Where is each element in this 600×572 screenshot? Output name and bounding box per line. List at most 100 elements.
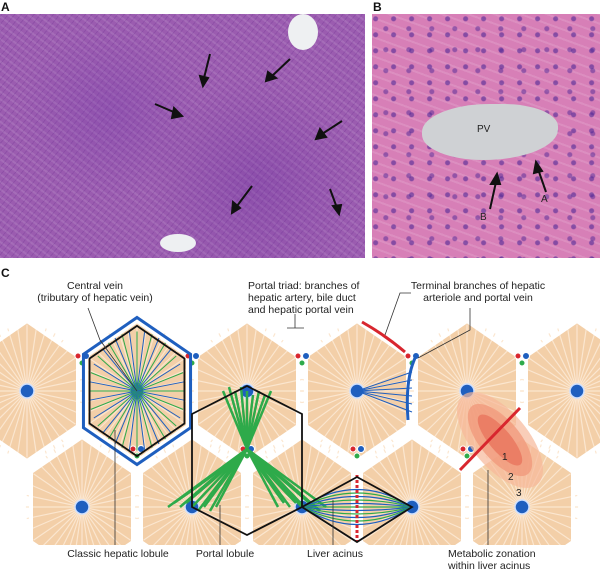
hepatocyte-plate [447,328,468,392]
hepatocyte-plate [576,374,600,392]
sinusoid [301,502,413,508]
hepatocyte-plate [524,390,578,415]
hepatocyte-plate [163,449,193,508]
sinusoid [89,390,138,401]
label-line: Portal triad: branches of [248,280,360,292]
hepatocyte-plate [411,455,449,508]
hepatocyte-plate [576,390,600,425]
label-line: within liver acinus [448,560,531,572]
hepatocyte-plate [524,367,578,392]
hepatocyte-plate [356,367,410,392]
hepatocyte-plate [533,347,578,392]
hepatocyte-plate [81,455,119,508]
hepatocyte-plate [246,390,300,415]
hepatocyte-plate [172,444,193,508]
hepatocyte-plate [26,333,56,392]
hepatocyte-plate [71,441,83,508]
hepatocyte-plate [576,357,600,392]
hepatocyte-plate [576,390,600,440]
hepatocyte-plate [227,390,248,454]
hepatocyte-plate [304,390,358,415]
hepatocyte-plate [203,390,248,435]
hepatocyte-plate [53,449,83,508]
hepatocyte-plate [576,342,600,392]
hepatocyte-lobule [25,434,139,545]
sinusoid [136,363,181,392]
hepatocyte-plate [29,506,83,531]
hepatocyte-plate [308,357,358,392]
hepatocyte-plate [148,463,193,508]
hepatocyte-plate [143,506,193,541]
classic-lobule-overlay [81,315,193,467]
classic-lobule-label: Classic hepatic lobule [67,548,169,560]
hepatocyte-plate [576,325,588,392]
hepatocyte-plate [304,367,358,392]
sinusoid [90,390,138,410]
hepatocyte-plate [81,483,135,508]
hepatocyte-plate [26,367,80,392]
hexagon-edge [249,434,355,545]
hepatocyte-plate [29,483,83,508]
label-line: and hepatic portal vein [248,304,354,316]
hepatocyte-plate [356,390,386,449]
hepatocyte-plate [81,449,111,508]
hepatocyte-plate [515,506,523,545]
hepatocyte-plate [411,494,468,508]
hepatocyte-plate [521,506,571,541]
hepatocyte-plate [26,390,56,449]
portal-triad-icon [349,445,365,460]
hepatocyte-plate [26,357,76,392]
hepatocyte-plate [246,357,296,392]
hepatocyte-plate [576,380,600,392]
hepatocyte-plate [179,506,193,545]
hepatocyte-plate [0,390,28,448]
hepatocyte-plate [363,473,413,508]
sinusoid [136,390,172,434]
hepatocyte-plate [521,463,566,508]
sinusoid [136,390,153,448]
arrows-overlay-b [489,159,547,210]
hepatocyte-plate [521,455,559,508]
hepatocyte-plate [466,494,523,508]
hepatocyte-plate [236,325,248,392]
label-line: (tributary of hepatic vein) [37,292,153,304]
hepatocyte-plate [191,506,241,541]
hepatocyte-plate [469,506,523,531]
arteriole-branch [458,406,522,472]
portal-vein-label: PV [477,124,491,135]
hepatocyte-plate [540,339,578,392]
hepatocyte-plate [136,339,174,392]
hepatic-artery-icon [74,352,82,360]
hepatocyte-plate [136,390,174,443]
hepatocyte-plate [411,449,441,508]
hepatocyte-plate [246,390,296,425]
hepatocyte-plate [469,483,523,508]
hepatocyte-plate [26,390,80,415]
hepatocyte-plate [194,367,248,392]
hepatocyte-plate [26,494,83,508]
portal-vein-icon [302,352,310,360]
hepatocyte-plate [540,390,578,443]
hepatocyte-plate [328,390,358,449]
hepatocyte-plate [185,506,193,545]
sinusoid [121,390,138,448]
hepatocyte-plate [521,473,571,508]
hepatocyte-plate [210,339,248,392]
hepatocyte-plate [100,390,138,443]
portal-triad-label: Portal triad: branches of hepatic artery… [248,280,368,316]
hepatic-artery-icon [294,352,302,360]
hepatocyte-plate [557,390,578,454]
zone-number: 2 [508,472,514,483]
hepatocyte-plate [576,390,588,457]
bile-duct-icon [298,359,306,367]
hepatocyte-plate [136,506,193,520]
hexagon-edge [469,434,575,545]
hepatocyte-plate [282,506,303,545]
hepatocyte-plate [356,390,394,443]
sinusoid [356,387,413,392]
hepatocyte-plate [414,367,468,392]
hepatocyte-plate [198,390,248,425]
portal-lobule-label: Portal lobule [195,548,255,560]
hepatocyte-plate [466,367,520,392]
label-line: Terminal branches of hepatic [410,280,546,292]
